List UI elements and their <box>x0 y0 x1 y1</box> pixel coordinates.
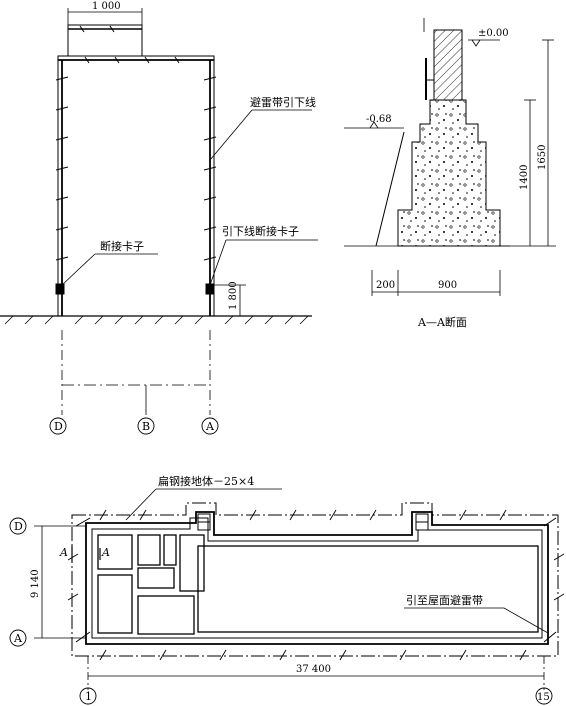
dim-900-label: 900 <box>438 280 457 291</box>
section-labels: ±0.00 -0.68 1400 1650 200 900 A—A断面 <box>366 28 548 329</box>
roof-label: 引至屋面避雷带 <box>406 593 483 607</box>
axis-label-a: A <box>205 420 215 433</box>
section-mark-left: A <box>59 546 68 559</box>
clamp-right-label: 引下线断接卡子 <box>222 224 299 238</box>
plan-axis-label-a: A <box>13 632 23 645</box>
elevation-labels: 1 000 避雷带引下线 引下线断接卡子 断接卡子 1 800 D B A <box>54 1 316 433</box>
plan-axis-circle-a <box>9 629 27 647</box>
plan-dim-width: 9 140 <box>30 569 41 598</box>
plan-view <box>9 488 565 705</box>
plan-axis-label-15: 15 <box>537 692 550 703</box>
axis-circle-b <box>137 417 155 435</box>
dim-1400-label: 1400 <box>519 165 530 190</box>
level-top-label: ±0.00 <box>478 28 509 39</box>
level-ground-label: -0.68 <box>366 114 392 125</box>
elevation-building-outline <box>57 55 215 317</box>
plan-axis-circle-15 <box>535 687 553 705</box>
plan-axis-label-1: 1 <box>85 690 92 703</box>
section-wall <box>433 29 463 101</box>
axis-circle-d <box>49 417 67 435</box>
elevation-view <box>0 8 318 435</box>
dim-200-label: 200 <box>376 280 395 291</box>
axis-circle-a <box>201 417 219 435</box>
section-footing <box>397 99 501 247</box>
axis-label-b: B <box>142 420 150 433</box>
clamp-right <box>205 283 215 295</box>
downconductor-label: 避雷带引下线 <box>250 95 316 109</box>
plan-axis-circle-d <box>9 517 27 535</box>
height-dim-label: 1 800 <box>228 281 239 310</box>
elevation-top-dim: 1 000 <box>92 1 121 12</box>
plan-axis-label-d: D <box>14 520 23 533</box>
section-view <box>344 18 556 296</box>
section-mark-right: A <box>101 546 110 559</box>
plan-dim-length: 37 400 <box>296 664 331 675</box>
plan-outer-ring <box>71 502 559 657</box>
axis-label-d: D <box>54 420 63 433</box>
plan-labels: 扁钢接地体－25×4 引至屋面避雷带 9 140 37 400 D A 1 15… <box>13 474 550 703</box>
section-title: A—A断面 <box>417 315 467 329</box>
elevation-roof-box <box>67 24 143 57</box>
plan-building-outline <box>85 511 549 645</box>
clamp-left-label: 断接卡子 <box>100 239 144 253</box>
flatsteel-label: 扁钢接地体－25×4 <box>158 474 254 488</box>
dim-1650-label: 1650 <box>537 145 548 170</box>
plan-axis-circle-1 <box>79 687 97 705</box>
clamp-left <box>55 283 65 295</box>
